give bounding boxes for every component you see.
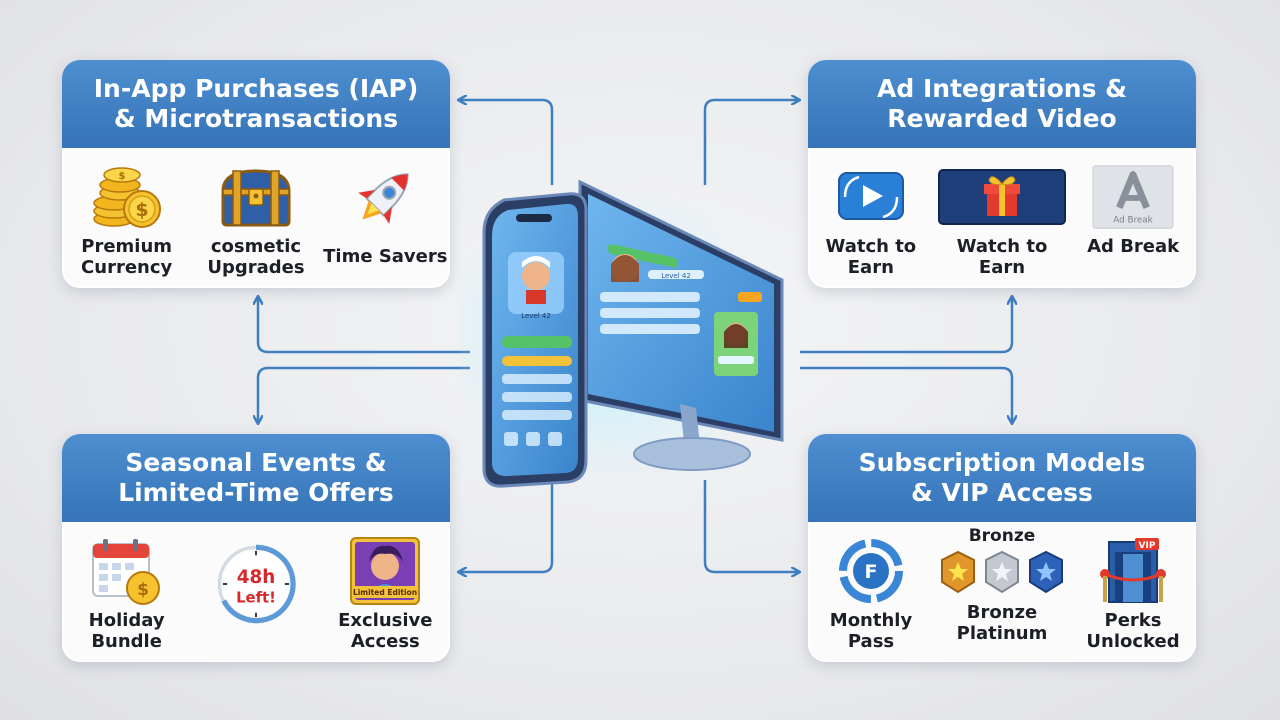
seasonal-card-title: Seasonal Events & Limited-Time Offers — [62, 434, 450, 522]
tier-badges-icon — [935, 546, 1070, 598]
svg-text:Limited Edition: Limited Edition — [353, 588, 417, 597]
svg-text:Level 42: Level 42 — [661, 272, 691, 280]
play-video-icon — [830, 162, 912, 232]
ad-break-icon: Ad Break — [1092, 162, 1174, 232]
svg-text:$: $ — [137, 580, 149, 600]
calendar-coin-icon: $ — [86, 536, 168, 606]
arrow-to-iap-bottom — [258, 298, 470, 354]
arrow-to-subscription-side — [703, 480, 798, 572]
time-savers-item: Time Savers — [323, 162, 448, 267]
subscription-card: Subscription Models & VIP Access F Month… — [808, 434, 1196, 662]
iap-card-title: In-App Purchases (IAP) & Microtransactio… — [62, 60, 450, 148]
subscription-card-title: Subscription Models & VIP Access — [808, 434, 1196, 522]
ads-card-title: Ad Integrations & Rewarded Video — [808, 60, 1196, 148]
gift-box-icon — [937, 162, 1067, 232]
timer-item: 48h Left! — [193, 536, 318, 632]
watch-to-earn-gift-item: Watch to Earn — [934, 162, 1070, 278]
svg-text:VIP: VIP — [1139, 541, 1156, 551]
limited-edition-card-icon: Limited Edition — [344, 536, 426, 606]
coin-stack-icon: $ $ — [86, 162, 168, 232]
svg-text:Ad Break: Ad Break — [1113, 215, 1153, 225]
arrow-to-iap-top — [460, 100, 554, 185]
arrow-to-subscription — [800, 366, 1012, 422]
svg-text:F: F — [865, 561, 878, 583]
tier-caption: Bronze — [968, 526, 1036, 546]
svg-text:$: $ — [118, 171, 125, 182]
arrow-to-seasonal — [258, 366, 470, 422]
monthly-cycle-icon: F — [830, 536, 912, 606]
vip-door-icon: VIP — [1092, 536, 1174, 606]
monitor-illustration: Level 42 — [578, 179, 784, 471]
ad-break-item: Ad Break Ad Break — [1071, 162, 1196, 257]
svg-text:$: $ — [135, 199, 148, 221]
treasure-chest-icon — [215, 162, 297, 232]
svg-text:48h: 48h — [237, 567, 276, 588]
rocket-icon — [344, 162, 426, 232]
phone-illustration: Level 42 — [482, 192, 588, 488]
central-devices: Level 42 Level 42 — [440, 170, 810, 500]
iap-card: In-App Purchases (IAP) & Microtransactio… — [62, 60, 450, 288]
timer-icon: 48h Left! — [215, 536, 297, 632]
svg-text:Left!: Left! — [236, 589, 276, 606]
svg-text:Level 42: Level 42 — [521, 312, 551, 320]
seasonal-card: Seasonal Events & Limited-Time Offers $ — [62, 434, 450, 662]
ads-card: Ad Integrations & Rewarded Video Watch t… — [808, 60, 1196, 288]
arrow-to-seasonal-side — [460, 480, 554, 572]
arrow-to-ads-bottom — [800, 298, 1012, 354]
arrow-to-ads-top — [703, 100, 798, 185]
